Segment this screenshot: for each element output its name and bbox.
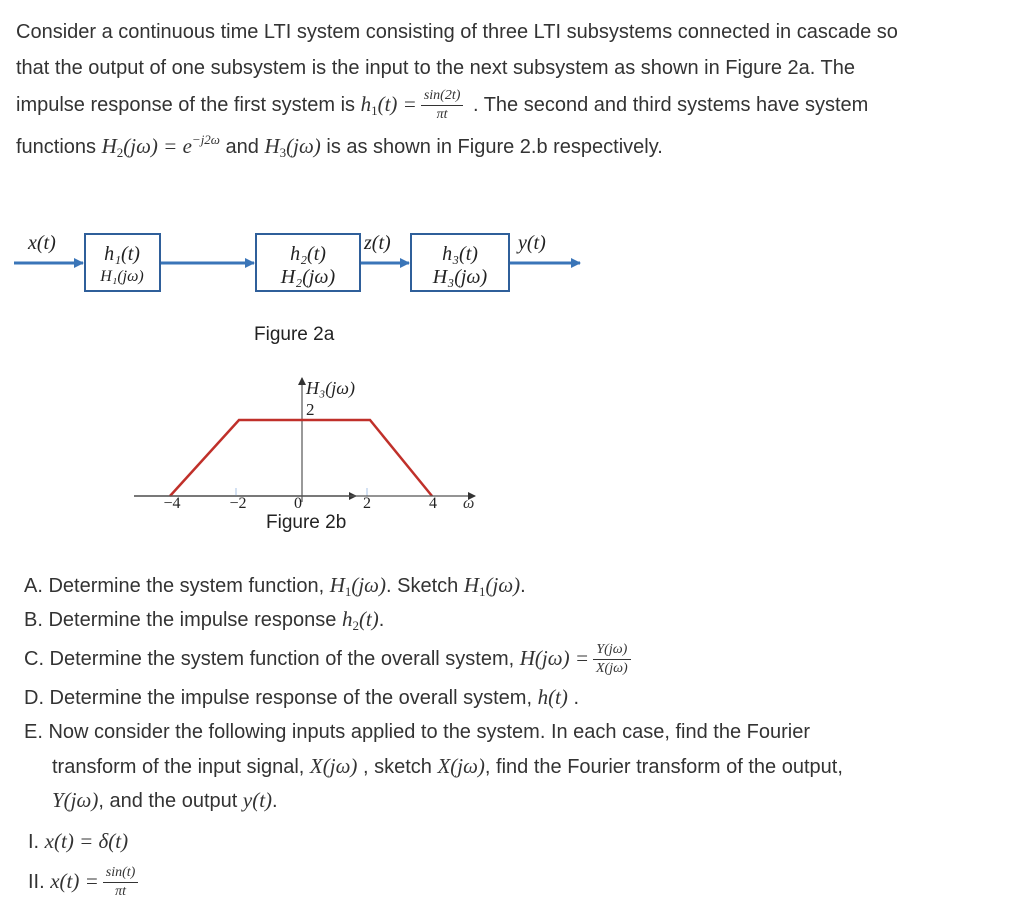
block-h1 <box>84 233 161 292</box>
x-axis-label: ω <box>463 495 474 512</box>
block-h3-bottom: H₃(jω) <box>432 266 488 288</box>
figure-2a-block-diagram: x(t) h₁(t) H₁(jω) h₂(t) H₂(jω) z(t) h₃(t… <box>14 232 581 292</box>
block-h2-top: h₂(t) <box>290 243 326 265</box>
figure-2b-plot: H₃(jω) 2 −4 −2 0 2 4 ω <box>134 377 476 512</box>
question-E-line-2: transform of the input signal, X(jω) , s… <box>52 754 843 778</box>
block-h2-bottom: H₂(jω) <box>280 266 336 288</box>
question-E-line-3: Y(jω), and the output y(t). <box>52 788 278 812</box>
block-h1-bottom: H₁(jω) <box>99 268 144 285</box>
x-tick-neg2: −2 <box>229 495 246 512</box>
input-case-II: II. x(t) =sin(t)πt <box>28 863 142 900</box>
H2-equation: H2(jω) = e−j2ω <box>101 132 220 160</box>
subsystem-blocks <box>84 233 510 292</box>
intro-line-4: functions H2(jω) = e−j2ω and H3(jω) is a… <box>16 132 663 160</box>
block-h2 <box>255 233 361 292</box>
output-label: y(t) <box>516 232 546 254</box>
intro-line-2: that the output of one subsystem is the … <box>16 57 856 79</box>
block-h3 <box>410 233 510 292</box>
intro-text: impulse response of the first system is <box>16 94 361 116</box>
x-tick-neg4: −4 <box>163 495 180 512</box>
figure-2a-caption: Figure 2a <box>254 324 335 345</box>
question-C: C. Determine the system function of the … <box>24 640 635 677</box>
question-E-line-1: E. Now consider the following inputs app… <box>24 721 810 743</box>
question-D: D. Determine the impulse response of the… <box>24 685 580 709</box>
block-h3-top: h₃(t) <box>442 243 478 265</box>
intro-line-3: impulse response of the first system is … <box>16 86 868 129</box>
x-tick-0: 0 <box>294 495 302 512</box>
input-case-I: I. x(t) = δ(t) <box>28 829 129 853</box>
overall-system-fraction: Y(jω)X(jω) <box>593 642 631 677</box>
sinc-fraction: sin(t)πt <box>102 865 139 900</box>
block-h1-top: h₁(t) <box>104 243 140 265</box>
y-value-label: 2 <box>306 400 315 419</box>
H3-trapezoid-curve <box>169 418 433 497</box>
x-tick-4: 4 <box>429 495 437 512</box>
h1-fraction: sin(2t)πt <box>420 88 464 123</box>
figure-2b-caption: Figure 2b <box>266 512 347 533</box>
intro-line-1: Consider a continuous time LTI system co… <box>16 21 898 43</box>
h1-equation: h1(t) = <box>360 92 417 118</box>
y-axis-label: H₃(jω) <box>305 378 355 399</box>
mid-signal-label: z(t) <box>363 232 391 254</box>
x-tick-2: 2 <box>363 495 371 512</box>
input-label: x(t) <box>27 232 56 254</box>
question-B: B. Determine the impulse response h2(t). <box>24 607 385 633</box>
intro-text: . The second and third systems have syst… <box>467 94 869 116</box>
H3-expression: H3(jω) <box>264 134 321 160</box>
question-A: A. Determine the system function, H1(jω)… <box>24 573 526 599</box>
